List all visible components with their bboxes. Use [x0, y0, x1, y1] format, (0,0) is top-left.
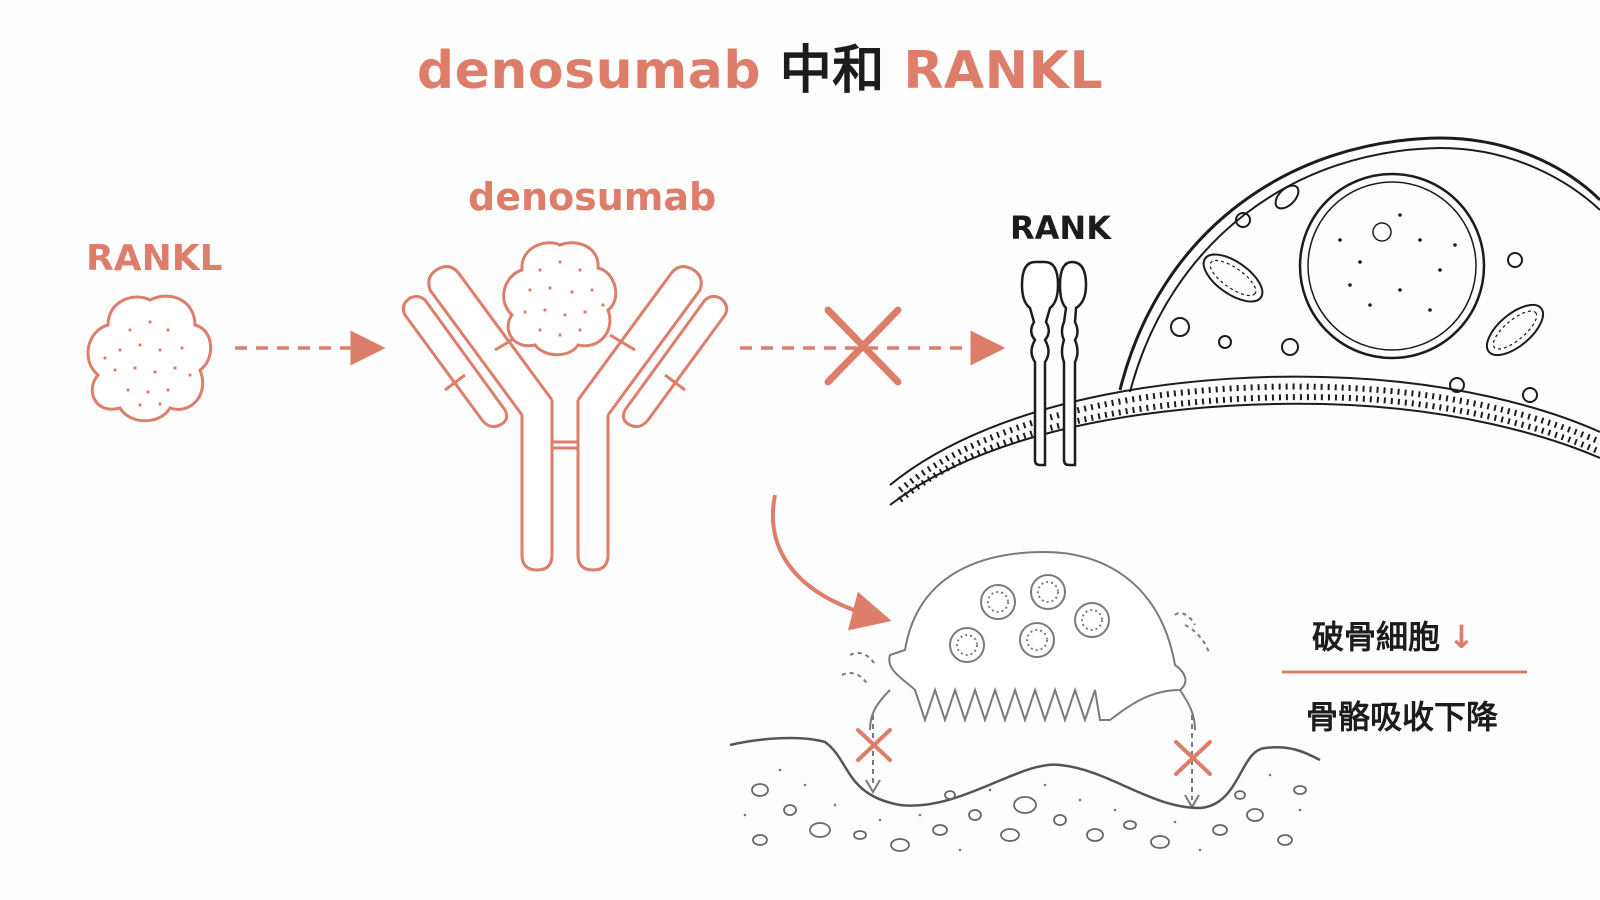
bone-resorption-label: 骨骼吸收下降 — [1306, 698, 1499, 736]
bone-surface-icon — [729, 736, 1321, 852]
cell-icon — [889, 136, 1600, 506]
small-x-mark-icon — [856, 728, 1212, 776]
title-verb: 中和 — [779, 41, 885, 101]
title-target: RANKL — [903, 41, 1104, 101]
antibody-icon — [401, 241, 729, 572]
x-mark-icon — [824, 306, 902, 386]
down-arrow-icon: ↓ — [1448, 618, 1475, 656]
osteoclast-label: 破骨細胞↓ — [1312, 612, 1475, 658]
rank-receptor-icon — [1020, 260, 1088, 467]
page-title: denosumab 中和 RANKL — [0, 28, 1520, 103]
rankl-label: RANKL — [86, 238, 223, 279]
curved-arrow-to-osteoclast — [770, 494, 892, 631]
rank-label: RANK — [1010, 209, 1111, 247]
rankl-molecule-icon — [86, 294, 213, 423]
bound-rankl-dots — [523, 260, 605, 337]
osteoclast-text: 破骨細胞 — [1312, 618, 1441, 656]
denosumab-label: denosumab — [468, 175, 717, 219]
osteoclast-icon — [841, 550, 1211, 809]
title-drug: denosumab — [416, 41, 762, 101]
